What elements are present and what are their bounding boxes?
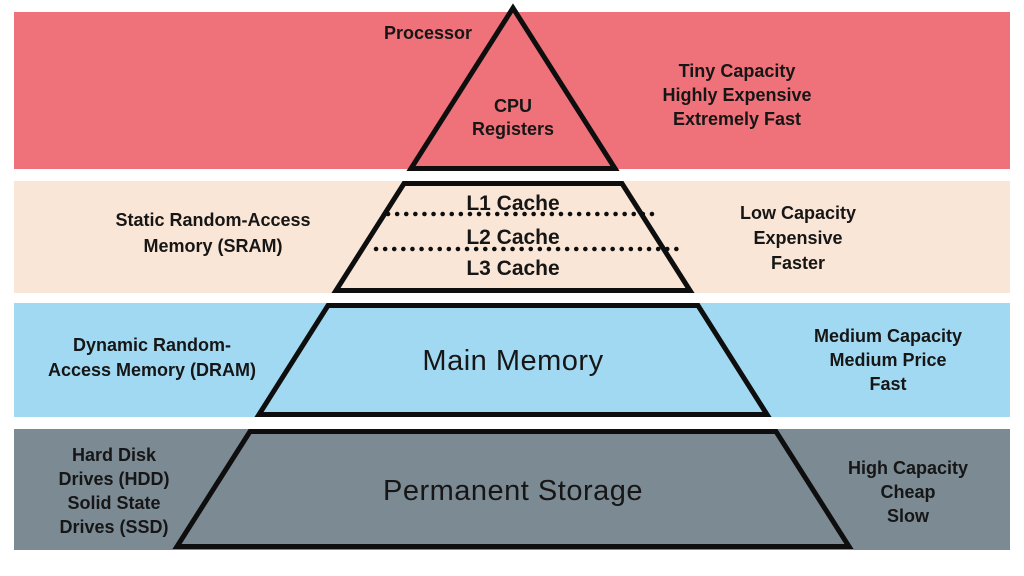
pyramid-level-main-memory (254, 303, 772, 417)
label-line: Drives (SSD) (59, 517, 169, 537)
note-line: Faster (770, 253, 826, 273)
pyramid-level-permanent-storage (172, 429, 854, 549)
note-line: Extremely Fast (672, 109, 802, 129)
label-line: Solid State (67, 493, 161, 513)
l2-cache-label: L2 Cache (466, 226, 560, 249)
processor-right-note: Tiny Capacity Highly Expensive Extremely… (662, 59, 811, 131)
note-line: High Capacity (847, 458, 969, 478)
l3-cache-label: L3 Cache (466, 257, 560, 280)
pyramid-level-cpu-registers (406, 3, 620, 171)
storage-left-label: Hard Disk Drives (HDD) Solid State Drive… (58, 443, 169, 539)
label-line: Static Random-Access (115, 210, 311, 230)
pyramid-level-cache (331, 181, 695, 293)
processor-label: Processor (383, 23, 473, 43)
note-line: Slow (886, 506, 929, 526)
label-line: Drives (HDD) (58, 469, 170, 489)
cpu-registers-label: CPU Registers (472, 95, 554, 141)
label-line: Hard Disk (71, 445, 157, 465)
note-line: Low Capacity (739, 203, 857, 223)
label-line: Registers (471, 119, 555, 139)
label-line: CPU (493, 96, 533, 116)
label-line: Dynamic Random- (72, 335, 232, 355)
l1-cache-label: L1 Cache (466, 192, 560, 215)
permanent-storage-label: Permanent Storage (383, 475, 643, 507)
sram-left-label: Static Random-Access Memory (SRAM) (115, 207, 310, 259)
note-line: Fast (869, 374, 907, 394)
note-line: Tiny Capacity (678, 61, 796, 81)
dram-right-note: Medium Capacity Medium Price Fast (814, 324, 962, 396)
storage-right-note: High Capacity Cheap Slow (848, 456, 968, 528)
main-memory-label: Main Memory (422, 345, 604, 377)
note-line: Medium Capacity (813, 326, 963, 346)
note-line: Expensive (753, 228, 843, 248)
label-line: Memory (SRAM) (143, 236, 283, 256)
sram-right-note: Low Capacity Expensive Faster (740, 201, 856, 276)
note-line: Medium Price (829, 350, 947, 370)
label-line: Access Memory (DRAM) (47, 360, 257, 380)
note-line: Highly Expensive (662, 85, 812, 105)
note-line: Cheap (880, 482, 936, 502)
dram-left-label: Dynamic Random- Access Memory (DRAM) (48, 333, 256, 383)
